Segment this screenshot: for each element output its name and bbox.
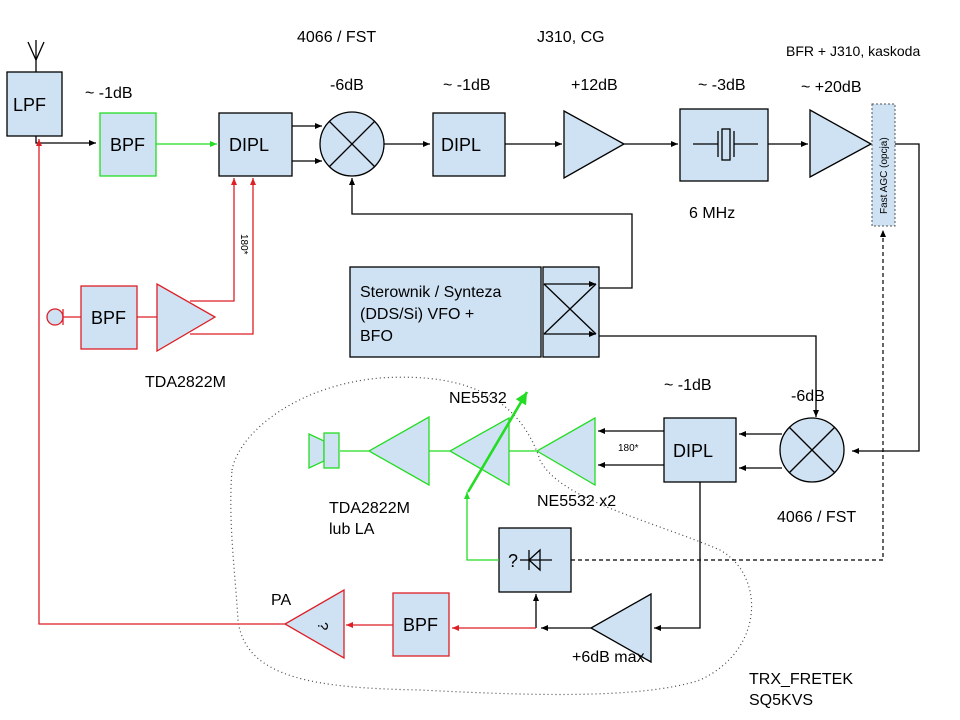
phase-180-tx: 180* bbox=[238, 234, 249, 255]
dipl3-label: DIPL bbox=[673, 441, 713, 461]
xtal-gain: ~ -3dB bbox=[698, 77, 746, 94]
mixer2-gain: -6dB bbox=[791, 388, 825, 405]
bpf-tx-label: BPF bbox=[403, 615, 438, 635]
ne5532x2-triangle[interactable] bbox=[535, 416, 596, 487]
amp2-chip: BFR + J310, kaskoda bbox=[786, 43, 920, 59]
wire-agc-mixer2 bbox=[852, 143, 920, 454]
bpf-mic-block[interactable] bbox=[80, 285, 138, 350]
mixer2-chip: 4066 / FST bbox=[777, 509, 856, 526]
wire-pa-lpf bbox=[36, 139, 285, 625]
mic-amp-triangle[interactable] bbox=[156, 282, 217, 353]
diagram-author: SQ5KVS bbox=[749, 692, 813, 709]
volume-control-arrow[interactable] bbox=[466, 391, 529, 493]
oscillator-switch-block[interactable] bbox=[542, 266, 600, 358]
dipl2-gain: ~ -1dB bbox=[443, 77, 491, 94]
audio-amp-chip2: lub LA bbox=[329, 521, 375, 538]
speaker-icon bbox=[308, 432, 340, 470]
controller-line2: (DDS/Si) VFO + bbox=[360, 306, 474, 323]
microphone-icon bbox=[46, 308, 64, 326]
lpf-label: LPF bbox=[13, 95, 46, 115]
pa-q: ? bbox=[314, 622, 331, 630]
mixer2[interactable] bbox=[779, 417, 845, 483]
amp2-triangle[interactable] bbox=[809, 108, 873, 179]
amp1-triangle[interactable] bbox=[563, 109, 626, 180]
bpf-tx-block[interactable] bbox=[392, 592, 450, 657]
detector-q: ? bbox=[508, 551, 518, 571]
mixer1[interactable] bbox=[319, 111, 385, 177]
dipl1-block[interactable] bbox=[218, 112, 293, 177]
phase-180-rx: 180* bbox=[618, 443, 639, 454]
wire-detector-agc bbox=[571, 230, 886, 561]
agc-label: Fast AGC (opcja) bbox=[879, 137, 890, 214]
lpf-block[interactable] bbox=[6, 71, 63, 137]
amp1-chip: J310, CG bbox=[537, 29, 605, 46]
ne5532-top-label: NE5532 bbox=[449, 390, 507, 407]
dipl3-gain: ~ -1dB bbox=[664, 377, 712, 394]
xtal-freq: 6 MHz bbox=[689, 205, 735, 222]
bpf-rx-label: BPF bbox=[110, 135, 145, 155]
audio-amp-chip: TDA2822M bbox=[329, 500, 410, 517]
bpf-rx-gain: ~ -1dB bbox=[85, 85, 133, 102]
wire-micamp-dipl1-b bbox=[190, 178, 256, 335]
controller-line1: Sterownik / Synteza bbox=[360, 284, 502, 301]
wire-dipl3-txamp bbox=[654, 482, 701, 631]
volume-amp-triangle[interactable] bbox=[448, 416, 510, 487]
dipl1-label: DIPL bbox=[229, 135, 269, 155]
pa-label: PA bbox=[271, 592, 291, 609]
mic-amp-chip: TDA2822M bbox=[145, 374, 226, 391]
pa-triangle[interactable] bbox=[283, 588, 345, 660]
dipl2-label: DIPL bbox=[441, 135, 481, 155]
dipl3-block[interactable] bbox=[663, 417, 737, 483]
tx-amp-triangle[interactable] bbox=[589, 592, 652, 664]
amp2-gain: ~ +20dB bbox=[801, 79, 862, 96]
ne5532x2-label: NE5532 x2 bbox=[537, 493, 616, 510]
bpf-rx-block[interactable] bbox=[99, 112, 157, 177]
diagram-title: TRX_FRETEK bbox=[749, 671, 853, 688]
agc-block[interactable] bbox=[871, 103, 896, 227]
wire-detector-volume bbox=[464, 492, 499, 561]
wire-lpf-bpf bbox=[35, 136, 96, 146]
wire-micamp-dipl1-a bbox=[190, 178, 237, 302]
antenna-icon bbox=[27, 40, 45, 72]
wire-lo-mixer2 bbox=[599, 335, 819, 417]
crossover-icon bbox=[543, 281, 597, 337]
controller-line3: BFO bbox=[360, 328, 393, 345]
dipl2-block[interactable] bbox=[432, 112, 506, 177]
audio-amp-triangle[interactable] bbox=[367, 415, 430, 487]
mixer1-gain: -6dB bbox=[330, 77, 364, 94]
mixer1-chip: 4066 / FST bbox=[297, 29, 376, 46]
bpf-mic-label: BPF bbox=[91, 308, 126, 328]
tx-amp-gain: +6dB max bbox=[572, 649, 644, 666]
amp1-gain: +12dB bbox=[571, 77, 618, 94]
wire-lo-mixer1 bbox=[349, 178, 633, 289]
diode-icon bbox=[520, 548, 552, 572]
controller-block[interactable] bbox=[349, 266, 542, 358]
crystal-icon bbox=[693, 128, 758, 161]
crystal-filter-block[interactable] bbox=[679, 108, 769, 182]
audio-section-boundary bbox=[230, 376, 753, 696]
